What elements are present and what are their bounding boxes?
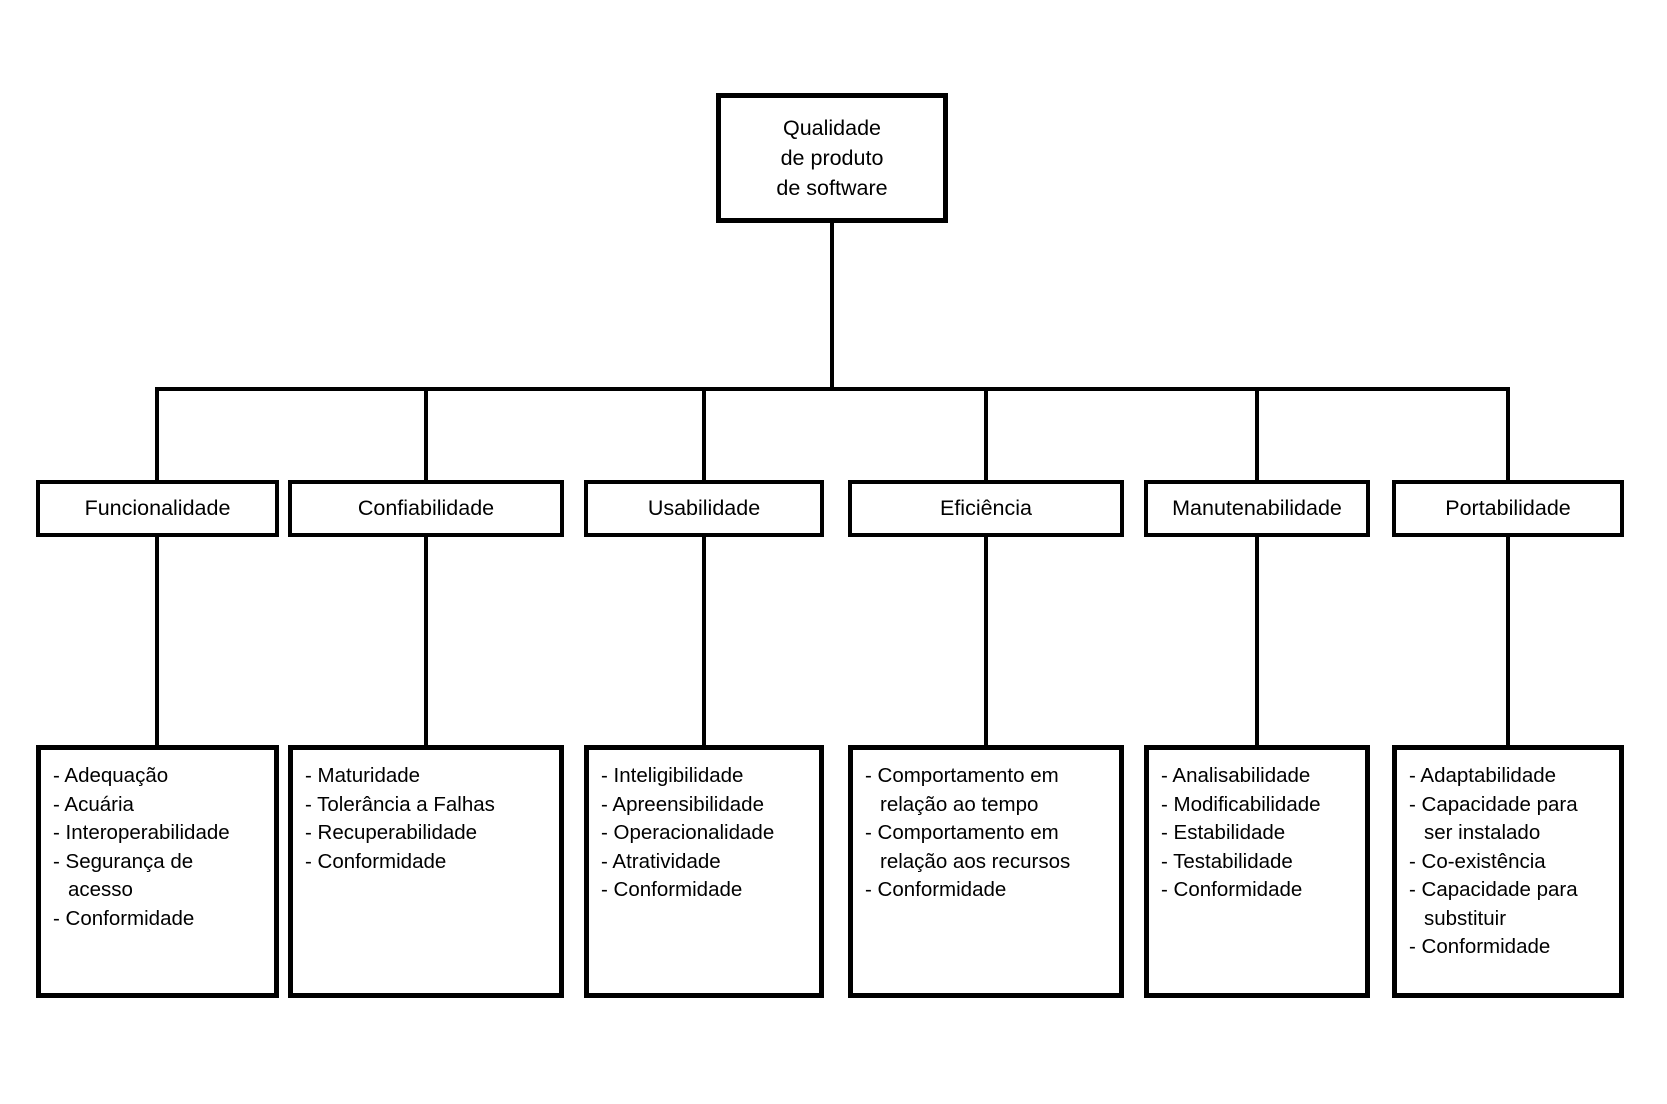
connector-leaf-eficiencia [984,533,988,750]
node-confiabilidade: Confiabilidade [288,480,564,537]
root-node-qualidade: Qualidade de produto de software [716,93,948,223]
root-node-line: Qualidade [782,116,882,140]
leaf-item: - Atratividade [601,849,721,873]
leaf-item: - Comportamento em [865,821,1059,844]
connector-leaf-funcionalidade [155,533,159,750]
leaf-item: - Conformidade [865,878,1007,901]
node-label: Eficiência [939,496,1032,520]
leaf-item: - Conformidade [1409,935,1551,958]
leaf-item: - Inteligibilidade [601,764,744,787]
leaf-item: - Segurança de [53,849,194,873]
leaf-item-continuation: substituir [1424,906,1507,930]
leaf-item: - Conformidade [53,906,195,930]
leaf-item: - Estabilidade [1161,821,1286,844]
leaf-item: - Conformidade [1161,878,1303,901]
leaf-item: - Modificabilidade [1161,792,1321,816]
leaf-item: - Comportamento em [865,764,1059,787]
leaf-item: - Maturidade [305,764,421,787]
connector-drop-confiabilidade [424,387,428,484]
leaf-item: - Adaptabilidade [1409,764,1557,787]
leaf-item: - Co-existência [1409,849,1546,873]
leaf-item: - Interoperabilidade [53,821,230,844]
node-label: Usabilidade [647,496,761,520]
root-node-line: de produto [780,146,884,170]
connector-drop-eficiencia [984,387,988,484]
node-funcionalidade: Funcionalidade [36,480,279,537]
connector-root-stem [830,221,834,389]
connector-leaf-usabilidade [702,533,706,750]
leaf-item: - Capacidade para [1409,792,1578,816]
leaf-funcionalidade: - Adequação - Acuária - Interoperabilida… [36,745,279,998]
leaf-item: - Recuperabilidade [305,821,478,844]
leaf-item: - Adequação [53,764,169,787]
connector-leaf-portabilidade [1506,533,1510,750]
leaf-item: - Operacionalidade [601,821,775,844]
leaf-item-continuation: ser instalado [1424,821,1541,844]
node-label: Portabilidade [1445,496,1571,520]
leaf-item: - Acuária [53,792,134,816]
node-usabilidade: Usabilidade [584,480,824,537]
leaf-item: - Analisabilidade [1161,764,1311,787]
leaf-item-continuation: relação aos recursos [880,849,1071,873]
leaf-item: - Capacidade para [1409,878,1578,901]
node-label: Manutenabilidade [1172,496,1342,520]
leaf-manutenabilidade: - Analisabilidade - Modificabilidade - E… [1144,745,1370,998]
root-node-line: de software [776,176,888,200]
connector-leaf-confiabilidade [424,533,428,750]
node-eficiencia: Eficiência [848,480,1124,537]
leaf-portabilidade: - Adaptabilidade - Capacidade para ser i… [1392,745,1624,998]
leaf-item: - Tolerância a Falhas [305,792,495,816]
leaf-eficiencia: - Comportamento em relação ao tempo - Co… [848,745,1124,998]
leaf-item: - Conformidade [601,878,743,901]
leaf-item-continuation: relação ao tempo [880,792,1039,816]
connector-drop-manutenabilidade [1255,387,1259,484]
connector-drop-portabilidade [1506,387,1510,484]
leaf-confiabilidade: - Maturidade - Tolerância a Falhas - Rec… [288,745,564,998]
node-portabilidade: Portabilidade [1392,480,1624,537]
node-manutenabilidade: Manutenabilidade [1144,480,1370,537]
leaf-item-continuation: acesso [68,878,133,901]
connector-bus [155,387,1510,391]
leaf-item: - Conformidade [305,849,447,873]
leaf-item: - Apreensibilidade [601,792,764,816]
connector-leaf-manutenabilidade [1255,533,1259,750]
leaf-item: - Testabilidade [1161,849,1293,873]
node-label: Funcionalidade [84,496,231,520]
node-label: Confiabilidade [357,496,495,520]
connector-drop-usabilidade [702,387,706,484]
connector-drop-funcionalidade [155,387,159,484]
leaf-usabilidade: - Inteligibilidade - Apreensibilidade - … [584,745,824,998]
